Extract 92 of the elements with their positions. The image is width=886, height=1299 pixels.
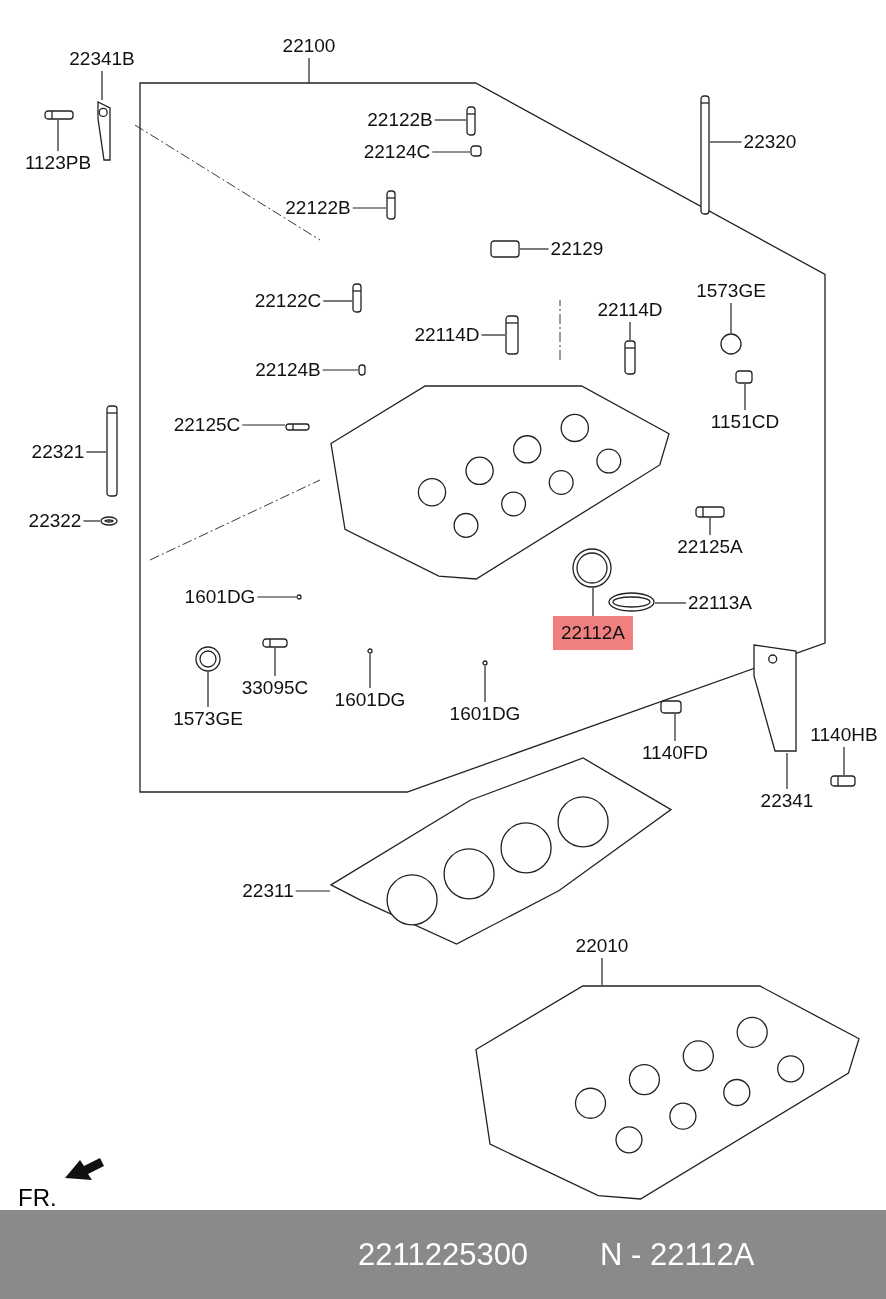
cylinder-head-drawing — [330, 385, 670, 580]
bolt-drawing — [505, 315, 519, 355]
leader-line — [730, 302, 732, 334]
part-number: 22124C — [361, 140, 433, 164]
bolt-drawing — [830, 775, 856, 787]
bolt-drawing — [352, 283, 362, 313]
part-number: 22341 — [758, 789, 816, 813]
bolt-drawing — [660, 700, 682, 714]
cap-drawing — [490, 240, 520, 258]
bracket-drawing — [96, 100, 112, 162]
part-number: 22124B — [253, 358, 323, 382]
leader-line — [352, 207, 387, 209]
part-number: 22122B — [283, 196, 353, 220]
leader-line — [57, 119, 59, 152]
stud-drawing — [285, 423, 310, 431]
seal-ring-drawing — [195, 646, 221, 672]
stud-drawing — [262, 638, 288, 648]
part-number: 22311 — [240, 879, 296, 903]
leader-line — [295, 890, 331, 892]
leader-line — [207, 671, 209, 708]
part-number: 22100 — [280, 34, 338, 58]
pin-drawing — [482, 660, 488, 666]
part-number: 22122C — [252, 289, 324, 313]
pin-drawing — [367, 648, 373, 654]
part-number: 1140FD — [639, 741, 711, 765]
bolt-drawing — [624, 340, 636, 375]
leader-line — [629, 321, 631, 341]
direction-label: FR. — [18, 1183, 57, 1213]
leader-line — [322, 369, 359, 371]
leader-line — [369, 653, 371, 689]
pin-drawing — [358, 364, 366, 376]
bolt-drawing — [106, 405, 118, 497]
part-number: 22320 — [741, 130, 799, 154]
part-code: 2211225300 — [358, 1237, 529, 1273]
leader-line — [85, 451, 107, 453]
seal-ring-drawing — [608, 592, 655, 612]
bolt-drawing — [466, 106, 476, 136]
part-number: 22010 — [573, 934, 631, 958]
part-number: 22322 — [26, 509, 84, 533]
leader-line — [241, 424, 286, 426]
leader-line — [322, 300, 353, 302]
part-number: 1123PB — [22, 151, 94, 175]
part-number: 22114D — [412, 323, 482, 347]
part-number: 1573GE — [694, 279, 768, 303]
leader-line — [709, 141, 743, 143]
leader-line — [256, 596, 297, 598]
bolt-drawing — [700, 95, 710, 215]
leader-line — [601, 957, 603, 986]
cylinder-head-drawing — [475, 985, 860, 1200]
leader-line — [431, 151, 471, 153]
highlighted-part-number: 22112A — [552, 616, 634, 650]
washer-drawing — [100, 516, 118, 526]
cap-drawing — [470, 145, 482, 157]
part-number: 1601DG — [182, 585, 258, 609]
leader-line — [434, 119, 467, 121]
reference-text: N - 22112A — [600, 1237, 755, 1273]
stud-drawing — [735, 370, 753, 384]
leader-line — [709, 517, 711, 536]
part-number: 22113A — [685, 591, 755, 615]
leader-line — [308, 57, 310, 84]
leader-line — [843, 746, 845, 776]
part-number: 22125C — [171, 413, 243, 437]
pin-drawing — [296, 594, 302, 600]
leader-line — [674, 713, 676, 742]
part-number: 1140HB — [808, 723, 880, 747]
leader-line — [744, 383, 746, 411]
plug-drawing — [720, 333, 742, 355]
part-number: 1601DG — [447, 702, 523, 726]
part-number: 22321 — [29, 440, 87, 464]
part-number: 22114D — [595, 298, 665, 322]
part-number: 22122B — [365, 108, 435, 132]
leader-line — [82, 520, 101, 522]
leader-line — [654, 602, 687, 604]
leader-line — [484, 665, 486, 703]
part-number: 22341B — [67, 47, 137, 71]
part-number: 1151CD — [708, 410, 782, 434]
leader-line — [519, 248, 550, 250]
bracket-drawing — [752, 643, 798, 753]
part-number: 1601DG — [332, 688, 408, 712]
part-number: 22125A — [675, 535, 745, 559]
leader-line — [480, 334, 506, 336]
leader-line — [274, 647, 276, 677]
part-number: 1573GE — [171, 707, 245, 731]
part-number: 33095C — [239, 676, 311, 700]
leader-line — [592, 587, 594, 617]
leader-line — [101, 70, 103, 101]
leader-line — [786, 752, 788, 790]
bolt-drawing — [386, 190, 396, 220]
part-number: 22129 — [548, 237, 606, 261]
seal-ring-drawing — [572, 548, 612, 588]
stud-drawing — [695, 506, 725, 518]
bolt-drawing — [44, 110, 74, 120]
